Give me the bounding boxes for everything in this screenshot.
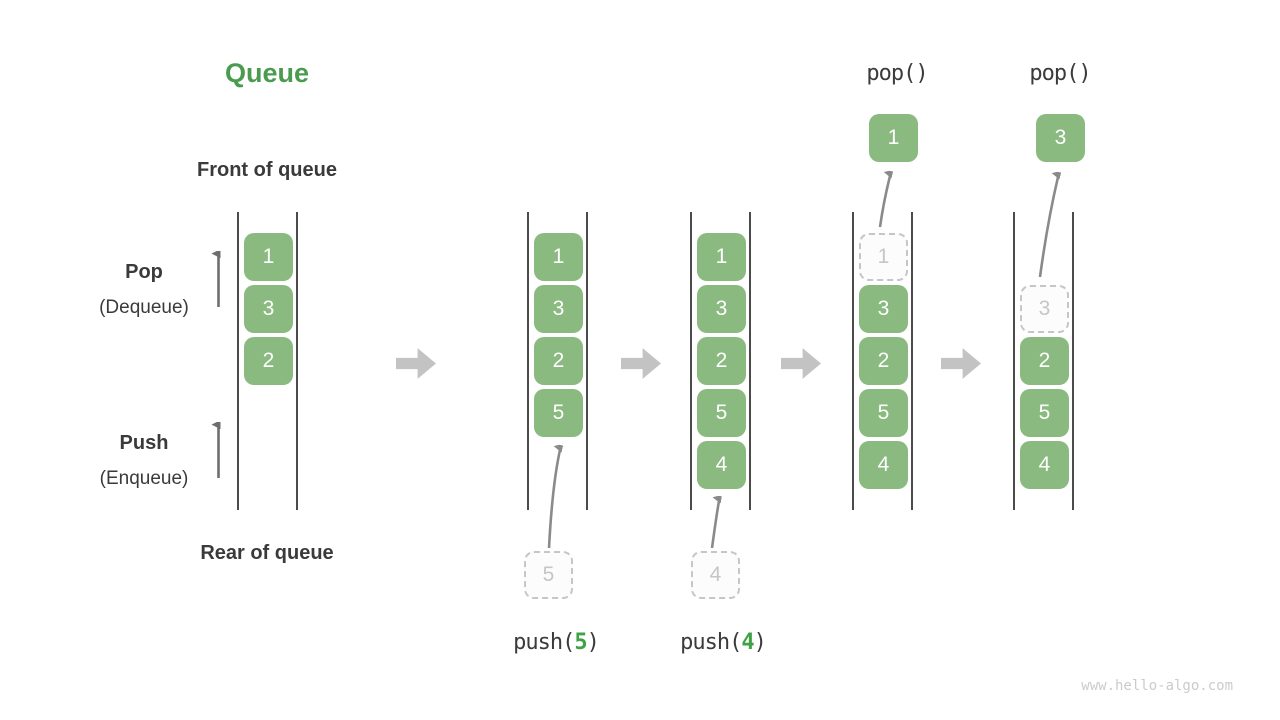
- push-label: Push: [119, 432, 169, 454]
- removed-ghost-cell: 3: [1020, 285, 1069, 333]
- flow-arrow-icon: [621, 348, 661, 379]
- push-label-suffix: ): [586, 630, 600, 655]
- flow-arrow-icon: [396, 348, 436, 379]
- queue-column-5: 3 2 5 4: [1013, 212, 1074, 510]
- incoming-ghost-cell: 4: [691, 551, 740, 599]
- queue-cell: 5: [697, 389, 746, 437]
- queue-cell: 4: [859, 441, 908, 489]
- pop-label: Pop: [125, 261, 163, 283]
- push-label-prefix: push(: [513, 630, 575, 655]
- push-label-suffix: ): [753, 630, 767, 655]
- queue-cell: 3: [534, 285, 583, 333]
- enqueue-label: (Enqueue): [99, 468, 189, 489]
- queue-cell: 3: [244, 285, 293, 333]
- queue-column-3: 1 3 2 5 4: [690, 212, 751, 510]
- queue-cell: 5: [534, 389, 583, 437]
- queue-cell: 1: [534, 233, 583, 281]
- queue-cell: 4: [1020, 441, 1069, 489]
- dequeue-label: (Dequeue): [99, 297, 189, 318]
- queue-column-2: 1 3 2 5: [527, 212, 588, 510]
- diagram-title: Queue: [224, 58, 310, 88]
- pop-operation-label: pop(): [1029, 61, 1091, 86]
- popped-cell: 3: [1036, 114, 1085, 162]
- push-operation-label: push(5): [486, 630, 626, 655]
- queue-cell: 2: [859, 337, 908, 385]
- queue-cell: 1: [697, 233, 746, 281]
- removed-ghost-cell: 1: [859, 233, 908, 281]
- queue-cell: 2: [534, 337, 583, 385]
- queue-cell: 2: [697, 337, 746, 385]
- popped-cell: 1: [869, 114, 918, 162]
- push-label-value: 4: [741, 630, 754, 655]
- queue-column-1: 1 3 2: [237, 212, 298, 510]
- queue-cell: 2: [244, 337, 293, 385]
- queue-cell: 5: [1020, 389, 1069, 437]
- queue-cell: 3: [697, 285, 746, 333]
- push-label-value: 5: [574, 630, 587, 655]
- rear-of-queue-label: Rear of queue: [200, 542, 334, 564]
- push-label-prefix: push(: [680, 630, 742, 655]
- queue-cell: 1: [244, 233, 293, 281]
- queue-cell: 3: [859, 285, 908, 333]
- front-of-queue-label: Front of queue: [197, 159, 337, 181]
- queue-cell: 5: [859, 389, 908, 437]
- push-operation-label: push(4): [653, 630, 793, 655]
- flow-arrow-icon: [781, 348, 821, 379]
- incoming-ghost-cell: 5: [524, 551, 573, 599]
- watermark: www.hello-algo.com: [1081, 678, 1233, 694]
- queue-cell: 4: [697, 441, 746, 489]
- queue-column-4: 1 3 2 5 4: [852, 212, 913, 510]
- queue-cell: 2: [1020, 337, 1069, 385]
- pop-operation-label: pop(): [866, 61, 928, 86]
- flow-arrow-icon: [941, 348, 981, 379]
